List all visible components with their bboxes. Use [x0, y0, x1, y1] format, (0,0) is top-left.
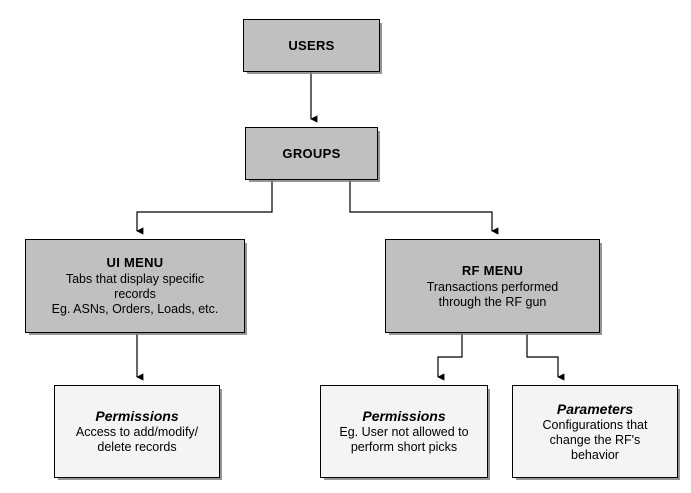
edge-groups-to-ui-menu — [136, 180, 273, 235]
edge-groups-to-rf-menu — [349, 180, 499, 235]
node-groups[interactable]: GROUPS — [245, 127, 378, 180]
node-ui-menu-line1: Tabs that display specific — [65, 272, 205, 286]
node-rf-parameters-line3: behavior — [571, 447, 619, 462]
edge-rf-menu-to-parameters — [526, 333, 565, 381]
node-rf-parameters-title: Parameters — [556, 400, 634, 417]
node-rf-menu-line2: through the RF gun — [438, 294, 547, 309]
node-rf-permissions[interactable]: Permissions Eg. User not allowed to perf… — [320, 385, 488, 478]
node-rf-permissions-title: Permissions — [362, 408, 446, 424]
edge-rf-menu-to-permissions — [437, 333, 463, 381]
node-ui-permissions[interactable]: Permissions Access to add/modify/ delete… — [54, 385, 220, 478]
node-rf-menu-line1: Transactions performed — [426, 279, 559, 294]
node-rf-menu-title: RF MENU — [461, 262, 524, 278]
node-rf-permissions-line1: Eg. User not allowed to — [339, 425, 469, 439]
node-rf-permissions-line2: perform short picks — [350, 440, 458, 454]
node-groups-title: GROUPS — [282, 145, 341, 161]
node-ui-menu-line2: records — [114, 287, 156, 301]
node-ui-menu[interactable]: UI MENU Tabs that display specific recor… — [25, 239, 245, 333]
node-users[interactable]: USERS — [243, 19, 380, 72]
node-ui-permissions-title: Permissions — [95, 408, 179, 424]
node-rf-parameters-line2: change the RF's — [549, 432, 641, 447]
node-ui-menu-line3: Eg. ASNs, Orders, Loads, etc. — [51, 302, 219, 316]
node-rf-parameters[interactable]: Parameters Configurations that change th… — [512, 385, 678, 478]
node-ui-permissions-line1: Access to add/modify/ — [75, 425, 199, 439]
node-rf-parameters-line1: Configurations that — [542, 417, 648, 432]
node-users-title: USERS — [288, 37, 335, 53]
node-ui-menu-title: UI MENU — [106, 255, 164, 270]
node-rf-menu[interactable]: RF MENU Transactions performed through t… — [385, 239, 600, 333]
node-ui-permissions-line2: delete records — [97, 440, 177, 454]
